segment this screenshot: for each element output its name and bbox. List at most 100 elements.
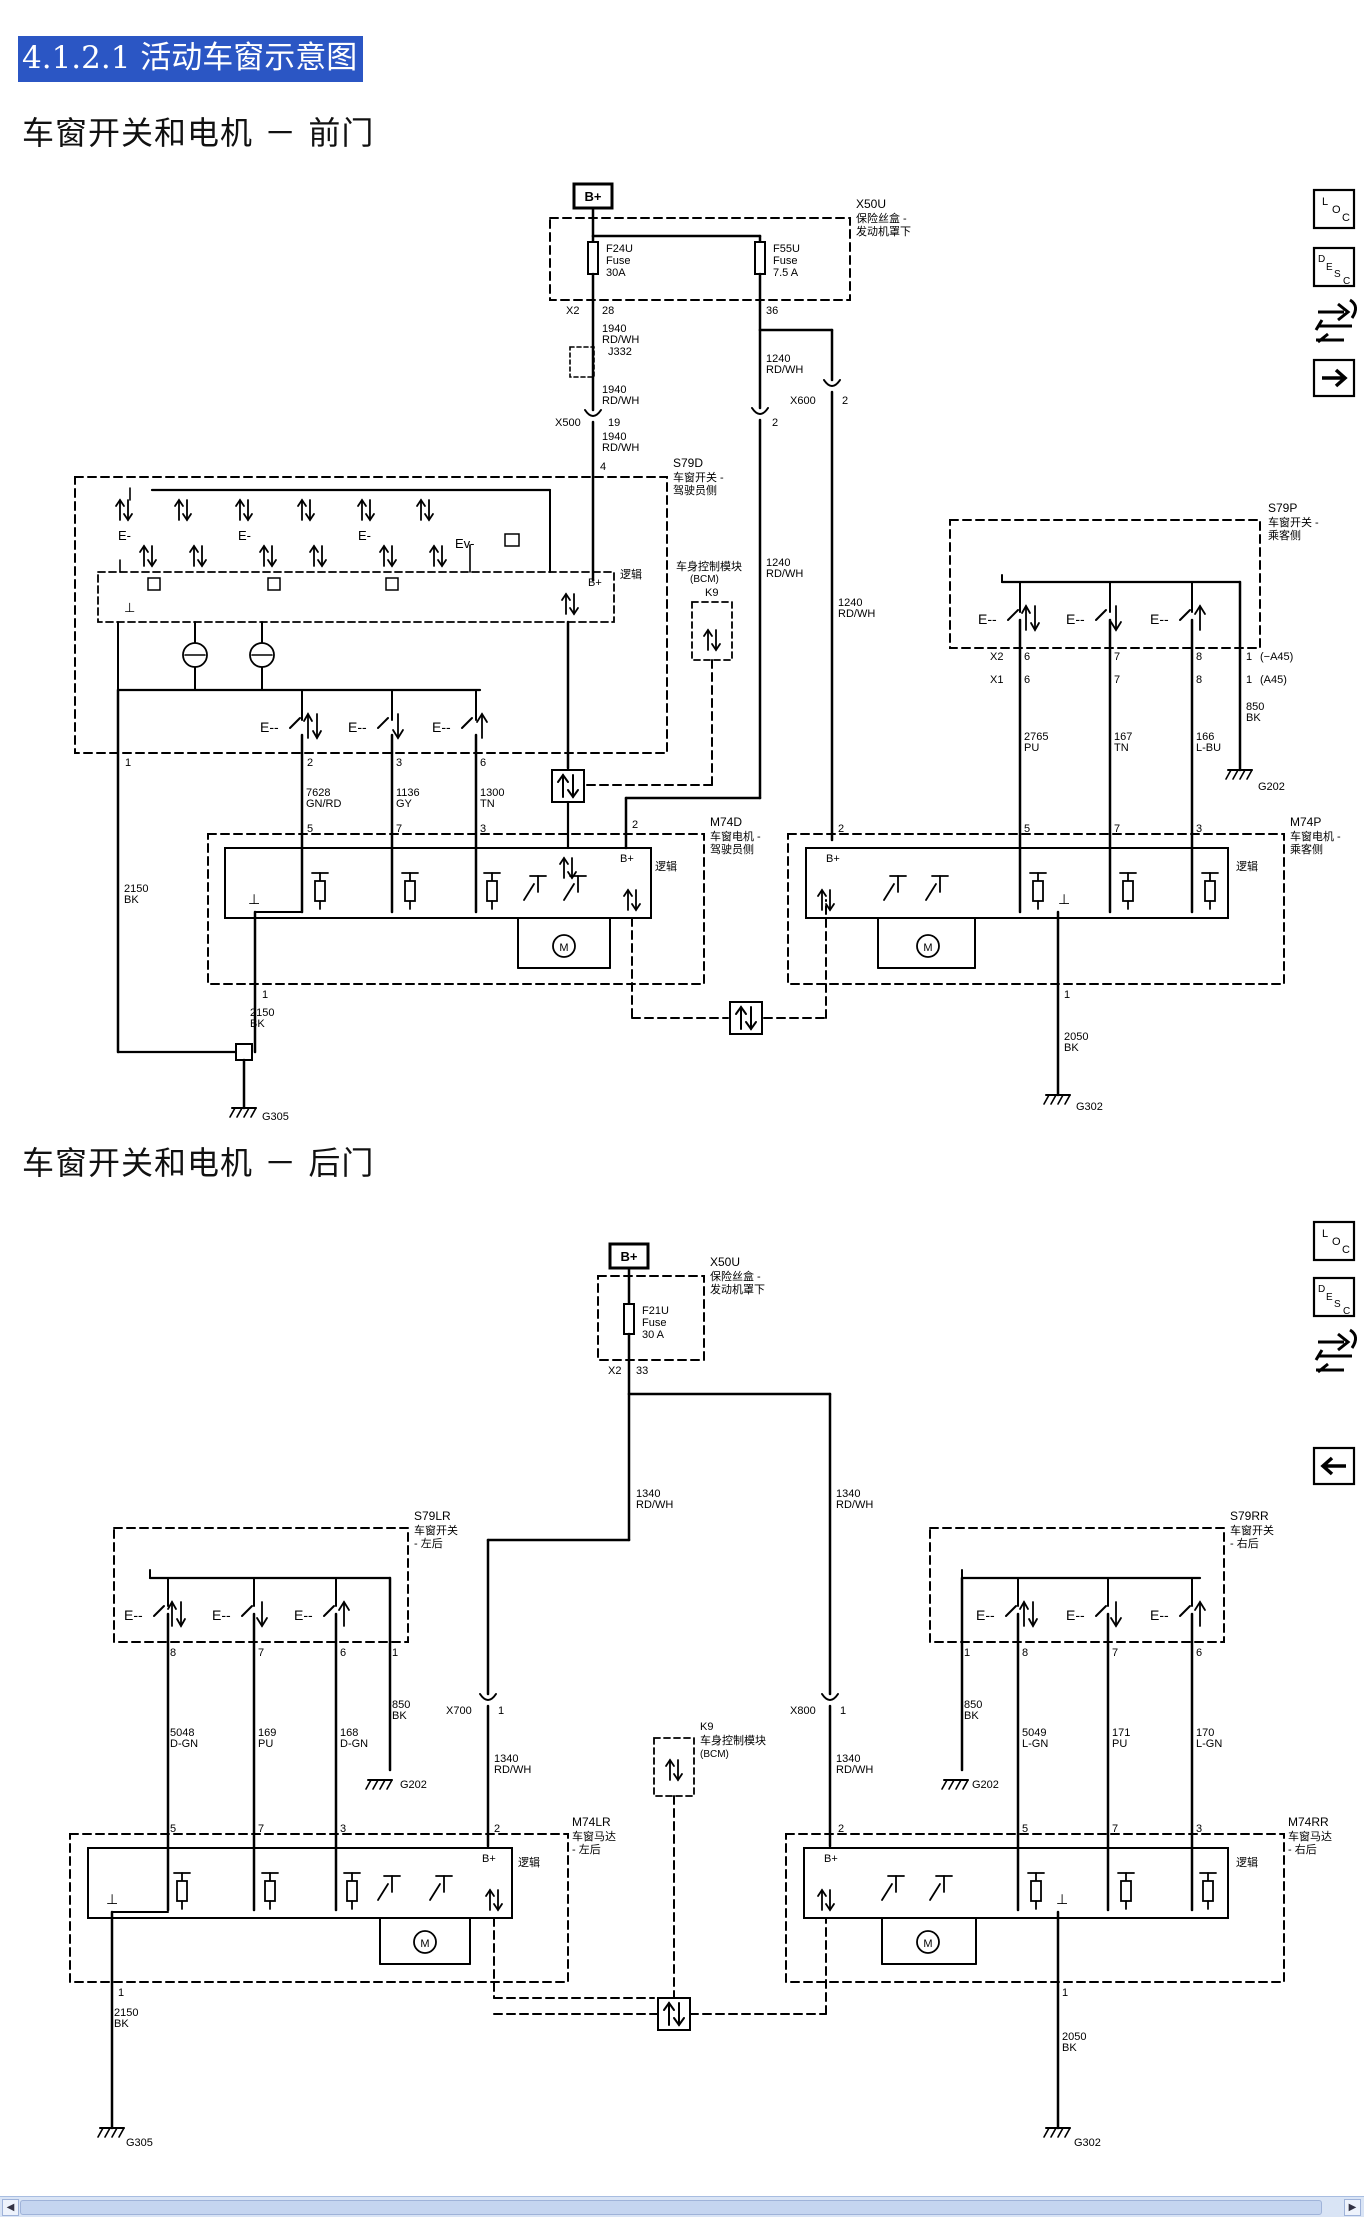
svg-text:BK: BK <box>124 894 139 906</box>
svg-text:E-: E- <box>358 528 371 543</box>
svg-text:车窗开关: 车窗开关 <box>414 1523 458 1537</box>
svg-text:6: 6 <box>480 757 486 769</box>
svg-text:车窗开关 -: 车窗开关 - <box>673 470 724 484</box>
svg-text:L-GN: L-GN <box>1022 1738 1048 1750</box>
svg-text:车窗开关 -: 车窗开关 - <box>1268 515 1319 529</box>
svg-text:G202: G202 <box>972 1779 999 1791</box>
horizontal-scrollbar[interactable]: ◀ ▶ <box>0 2196 1364 2217</box>
svg-text:1: 1 <box>1246 651 1252 663</box>
svg-text:1: 1 <box>262 989 268 1001</box>
svg-text:车身控制模块: 车身控制模块 <box>676 559 742 573</box>
svg-text:BK: BK <box>964 1710 979 1722</box>
nav-connector-button[interactable] <box>1314 298 1357 344</box>
svg-text:B+: B+ <box>482 1853 496 1865</box>
svg-text:BK: BK <box>1064 1042 1079 1054</box>
svg-text:车窗马达: 车窗马达 <box>1288 1829 1332 1843</box>
nav-connector-button-rear[interactable] <box>1314 1328 1357 1374</box>
svg-text:BK: BK <box>114 2018 129 2030</box>
lin-bus-connector <box>551 769 585 803</box>
svg-text:S79D: S79D <box>673 456 703 470</box>
svg-text:RD/WH: RD/WH <box>838 608 875 620</box>
svg-text:RD/WH: RD/WH <box>602 395 639 407</box>
scroll-left-icon[interactable]: ◀ <box>2 2199 19 2216</box>
svg-text:车窗开关: 车窗开关 <box>1230 1523 1274 1537</box>
svg-text:19: 19 <box>608 417 620 429</box>
svg-text:3: 3 <box>396 757 402 769</box>
rear-fuse-box-outline <box>597 1275 705 1361</box>
front-section-title: 车窗开关和电机 － 前门 <box>22 114 375 152</box>
nav-back-button[interactable] <box>1312 1446 1356 1486</box>
svg-text:BK: BK <box>250 1018 265 1030</box>
svg-text:F55U: F55U <box>773 243 800 255</box>
svg-text:L-BU: L-BU <box>1196 742 1221 754</box>
svg-text:X50U: X50U <box>856 197 886 211</box>
svg-text:D-GN: D-GN <box>170 1738 198 1750</box>
svg-text:M74P: M74P <box>1290 815 1321 829</box>
svg-text:L-GN: L-GN <box>1196 1738 1222 1750</box>
arrow-right-icon <box>1322 368 1348 388</box>
svg-text:D: D <box>1318 254 1325 265</box>
svg-text:1240: 1240 <box>766 353 790 365</box>
svg-text:X2: X2 <box>608 1365 621 1377</box>
svg-text:171: 171 <box>1112 1727 1130 1739</box>
svg-text:5: 5 <box>1022 1823 1028 1835</box>
svg-text:7: 7 <box>258 1647 264 1659</box>
svg-text:K9: K9 <box>705 587 718 599</box>
s79p-switch-outline <box>949 519 1261 649</box>
s79rr-switch-outline <box>929 1527 1225 1643</box>
svg-text:RD/WH: RD/WH <box>636 1499 673 1511</box>
svg-text:TN: TN <box>1114 742 1129 754</box>
m74p-motor-outline <box>787 833 1285 985</box>
svg-text:M: M <box>923 1938 932 1950</box>
svg-text:车窗电机 -: 车窗电机 - <box>1290 829 1341 843</box>
svg-text:1340: 1340 <box>494 1753 518 1765</box>
svg-text:⊥: ⊥ <box>248 891 260 907</box>
svg-text:M74D: M74D <box>710 815 742 829</box>
scroll-right-icon[interactable]: ▶ <box>1344 2199 1361 2216</box>
svg-text:X500: X500 <box>555 417 581 429</box>
svg-text:E-: E- <box>118 528 131 543</box>
scrollbar-thumb[interactable] <box>20 2200 1322 2215</box>
svg-text:2050: 2050 <box>1062 2031 1086 2043</box>
svg-text:M: M <box>559 942 568 954</box>
nav-loc-button[interactable]: LOC <box>1312 188 1356 230</box>
svg-text:G305: G305 <box>262 1111 289 1123</box>
nav-next-button[interactable] <box>1312 358 1356 398</box>
svg-text:K9: K9 <box>700 1721 713 1733</box>
svg-text:RD/WH: RD/WH <box>766 364 803 376</box>
motor-symbol <box>552 934 576 958</box>
svg-text:乘客侧: 乘客侧 <box>1290 842 1323 856</box>
svg-text:1: 1 <box>392 1647 398 1659</box>
svg-text:1: 1 <box>498 1705 504 1717</box>
svg-text:6: 6 <box>1024 674 1030 686</box>
rear-diagram: B+ X50U 保险丝盒 - 发动机罩下 F21U Fuse 30 A X2 3… <box>69 1242 1332 2149</box>
svg-text:(A45): (A45) <box>1260 674 1287 686</box>
svg-text:驾驶员侧: 驾驶员侧 <box>710 842 754 856</box>
svg-text:2: 2 <box>838 823 844 835</box>
svg-text:M74RR: M74RR <box>1288 1815 1329 1829</box>
nav-loc-button-rear[interactable]: LOC <box>1312 1220 1356 1262</box>
svg-text:X600: X600 <box>790 395 816 407</box>
svg-text:RD/WH: RD/WH <box>836 1764 873 1776</box>
svg-text:逻辑: 逻辑 <box>620 567 642 581</box>
svg-text:RD/WH: RD/WH <box>836 1499 873 1511</box>
battery-symbol: B+ <box>572 182 614 210</box>
svg-text:168: 168 <box>340 1727 358 1739</box>
svg-text:7.5 A: 7.5 A <box>773 267 799 279</box>
svg-text:(BCM): (BCM) <box>690 574 719 585</box>
svg-text:B+: B+ <box>620 853 634 865</box>
svg-text:Fuse: Fuse <box>642 1317 666 1329</box>
svg-text:- 左后: - 左后 <box>414 1537 443 1550</box>
svg-text:B+: B+ <box>621 1249 638 1264</box>
svg-text:X2: X2 <box>990 651 1003 663</box>
svg-text:850: 850 <box>392 1699 410 1711</box>
m74d-motor-outline <box>207 833 705 985</box>
svg-text:- 右后: - 右后 <box>1288 1842 1317 1856</box>
svg-text:BK: BK <box>392 1710 407 1722</box>
svg-text:6: 6 <box>1196 1647 1202 1659</box>
svg-text:D-GN: D-GN <box>340 1738 368 1750</box>
svg-text:M74LR: M74LR <box>572 1815 611 1829</box>
svg-text:8: 8 <box>170 1647 176 1659</box>
